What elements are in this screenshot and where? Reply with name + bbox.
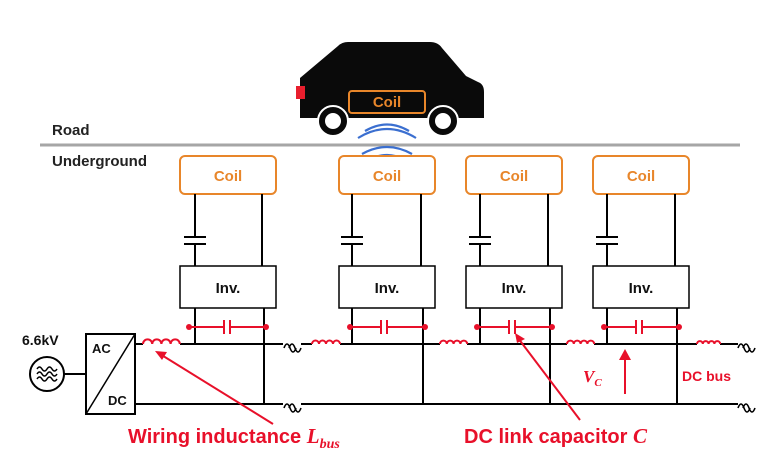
wiring-callout-head [155,351,167,360]
road-label: Road [52,122,90,139]
inductor-5 [696,340,722,345]
inductor-2 [311,339,341,345]
dc-link-capacitor [347,320,428,334]
capacitor-callout-head [515,333,525,343]
dc-link-capacitor-caption: DC link capacitor C [464,424,648,448]
ac-dc-converter: AC DC [85,333,136,415]
ground-coil-box [338,155,436,195]
underground-label: Underground [52,153,147,170]
inductor-3 [439,339,469,345]
vc-indicator: VC [583,349,631,394]
vc-symbol: V [583,367,596,386]
car-body [300,42,484,118]
ground-unit: Coil Inv. [465,155,563,404]
converter-dc-label: DC [108,393,127,408]
ground-coil-box [179,155,277,195]
ground-coil-label: Coil [214,168,242,185]
bus-break-marks [283,343,756,413]
dc-link-capacitor [601,320,682,334]
ground-unit: Coil Inv. [338,155,436,404]
inverter-label: Inv. [502,280,527,297]
wave-arc-lower-1 [361,145,413,155]
inductor-4 [566,339,596,345]
wiring-inductance-caption: Wiring inductance Lbus [128,424,340,452]
dc-bus-label: DC bus [682,368,731,384]
capacitor-callout-line [517,337,581,421]
car-taillight [296,86,305,99]
ground-coil-label: Coil [627,168,655,185]
wave-arc-upper-1 [357,128,417,139]
vc-subscript: C [594,377,602,389]
ac-source [29,356,86,392]
ground-coil-label: Coil [500,168,528,185]
converter-ac-label: AC [92,341,111,356]
wiring-inductors [142,338,722,345]
inverter-label: Inv. [375,280,400,297]
wiring-callout-line [159,353,274,425]
wiring-inductance-subscript: bus [320,437,341,452]
callout-arrows [155,333,581,425]
converter-diagonal [85,333,136,415]
ground-coil-label: Coil [373,168,401,185]
ground-units: Coil Inv. Coil [179,155,690,404]
ac-wave-icon [36,366,58,382]
ground-coil-box [465,155,563,195]
inverter-box [592,265,690,309]
dc-link-capacitor [474,320,555,334]
source-voltage-label: 6.6kV [22,332,59,348]
wiring-inductance-symbol: L [306,424,320,448]
car-coil-label: Coil [373,94,401,111]
wireless-waves [357,123,417,161]
ground-coil-box [592,155,690,195]
inverter-box [338,265,436,309]
inverter-box [465,265,563,309]
car-coil-box [348,90,426,114]
inverter-box [179,265,277,309]
inductor-1 [142,338,181,345]
vehicle: Coil [296,42,484,137]
ground-unit: Coil Inv. [179,155,277,404]
inverter-label: Inv. [216,280,241,297]
car-front-hub [435,113,451,129]
dc-link-capacitor-symbol: C [633,424,648,448]
dc-link-capacitor-text: DC link capacitor [464,426,633,448]
car-rear-hub [325,113,341,129]
inverter-label: Inv. [629,280,654,297]
ground-unit: Coil Inv. [592,155,690,404]
dc-link-capacitor [186,320,269,334]
wiring-inductance-text: Wiring inductance [128,426,307,448]
vc-label: VC [583,367,602,389]
vc-arrow-head [619,349,631,360]
wave-arc-upper-2 [364,123,410,132]
